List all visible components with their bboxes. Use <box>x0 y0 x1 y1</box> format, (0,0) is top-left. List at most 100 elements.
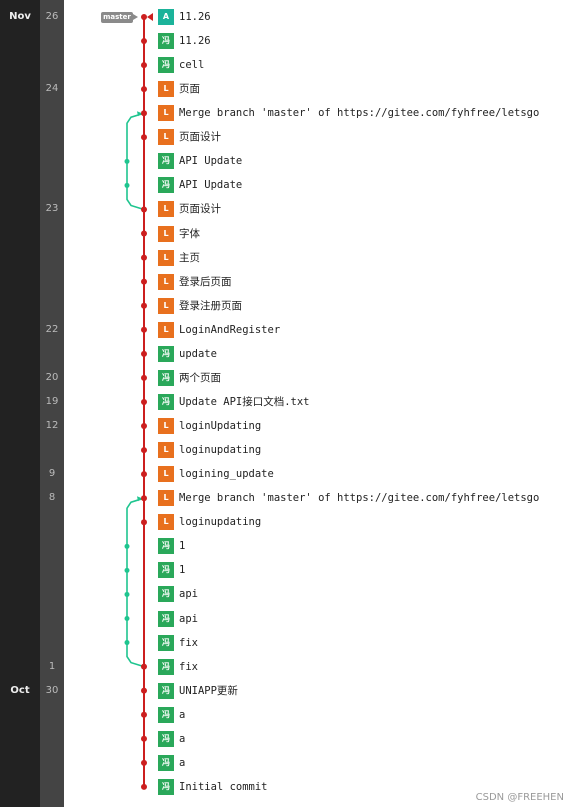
commit-dot <box>141 759 147 766</box>
author-avatar: L <box>158 201 174 218</box>
author-avatar: L <box>158 105 174 122</box>
commit-message: Merge branch 'master' of https://gitee.c… <box>179 107 540 120</box>
commit-dot <box>141 495 147 502</box>
commit-message: UNIAPP更新 <box>179 684 238 697</box>
commit-message: a <box>179 732 186 745</box>
commit-row[interactable]: 冯 UNIAPP更新 <box>158 682 238 699</box>
day-column <box>40 0 64 807</box>
commit-message: 主页 <box>179 251 200 264</box>
commit-dot <box>141 38 147 45</box>
commit-row[interactable]: L 登录后页面 <box>158 273 232 290</box>
day-label: 12 <box>45 420 59 432</box>
author-avatar: 冯 <box>158 706 174 723</box>
commit-message: a <box>179 708 186 721</box>
commit-message: 11.26 <box>179 35 211 48</box>
author-avatar: L <box>158 273 174 290</box>
commit-row[interactable]: 冯 Update API接口文档.txt <box>158 393 310 410</box>
author-avatar: L <box>158 466 174 483</box>
commit-dot <box>141 230 147 237</box>
author-avatar: 冯 <box>158 57 174 74</box>
author-avatar: L <box>158 490 174 507</box>
commit-dot <box>141 206 147 213</box>
day-label: 19 <box>45 395 59 407</box>
commit-dot <box>141 350 147 357</box>
day-label: 30 <box>45 684 59 696</box>
commit-dot <box>141 86 147 93</box>
commit-message: 页面设计 <box>179 203 221 216</box>
commit-message: Update API接口文档.txt <box>179 395 310 408</box>
commit-message: 11.26 <box>179 11 211 23</box>
commit-dot <box>141 134 147 141</box>
commit-message: api <box>179 588 198 601</box>
day-label: 22 <box>45 323 59 335</box>
author-avatar: 冯 <box>158 730 174 747</box>
commit-message: a <box>179 756 186 769</box>
commit-dot <box>141 14 147 20</box>
commit-message: cell <box>179 59 205 72</box>
author-avatar: L <box>158 225 174 242</box>
head-marker-icon <box>147 13 153 21</box>
commit-row[interactable]: 冯两个页面 <box>158 369 221 386</box>
commit-dot <box>141 687 147 694</box>
day-label: 1 <box>48 660 56 672</box>
commit-message: loginupdating <box>179 444 262 457</box>
commit-dot <box>141 254 147 261</box>
commit-dot <box>141 447 147 454</box>
day-label: 8 <box>48 492 56 504</box>
author-avatar: 冯 <box>158 634 174 651</box>
commit-message: 页面 <box>179 83 200 96</box>
commit-dot <box>141 62 147 69</box>
commit-dot <box>141 471 147 478</box>
commit-row[interactable]: 冯 api <box>158 586 198 603</box>
commit-dot <box>141 423 147 430</box>
commit-row[interactable]: 冯 cell <box>158 57 205 74</box>
month-label: Nov <box>9 11 31 22</box>
commit-message: 登录后页面 <box>179 275 232 288</box>
branch-tag-master[interactable]: master <box>101 12 138 23</box>
author-avatar: 冯 <box>158 586 174 603</box>
commit-message: 登录注册页面 <box>179 299 242 312</box>
commit-dot <box>141 711 147 718</box>
commit-message: loginUpdating <box>179 420 262 433</box>
commit-row[interactable]: L 页面设计 <box>158 201 221 218</box>
commit-dot <box>141 278 147 285</box>
branch-commit-dot <box>124 591 130 597</box>
commit-row[interactable]: L Merge branch 'master' of https://gitee.… <box>158 105 540 122</box>
commit-message: 页面设计 <box>179 131 221 144</box>
author-avatar: 冯 <box>158 682 174 699</box>
author-avatar: 冯 <box>158 153 174 170</box>
commit-dot <box>141 326 147 333</box>
commit-message: 1 <box>179 540 186 553</box>
commit-message: Initial commit <box>179 780 268 793</box>
commit-dot <box>141 374 147 381</box>
branch-commit-dot <box>124 567 130 573</box>
watermark: CSDN @FREEHEN <box>475 792 564 803</box>
author-avatar: 冯 <box>158 393 174 410</box>
